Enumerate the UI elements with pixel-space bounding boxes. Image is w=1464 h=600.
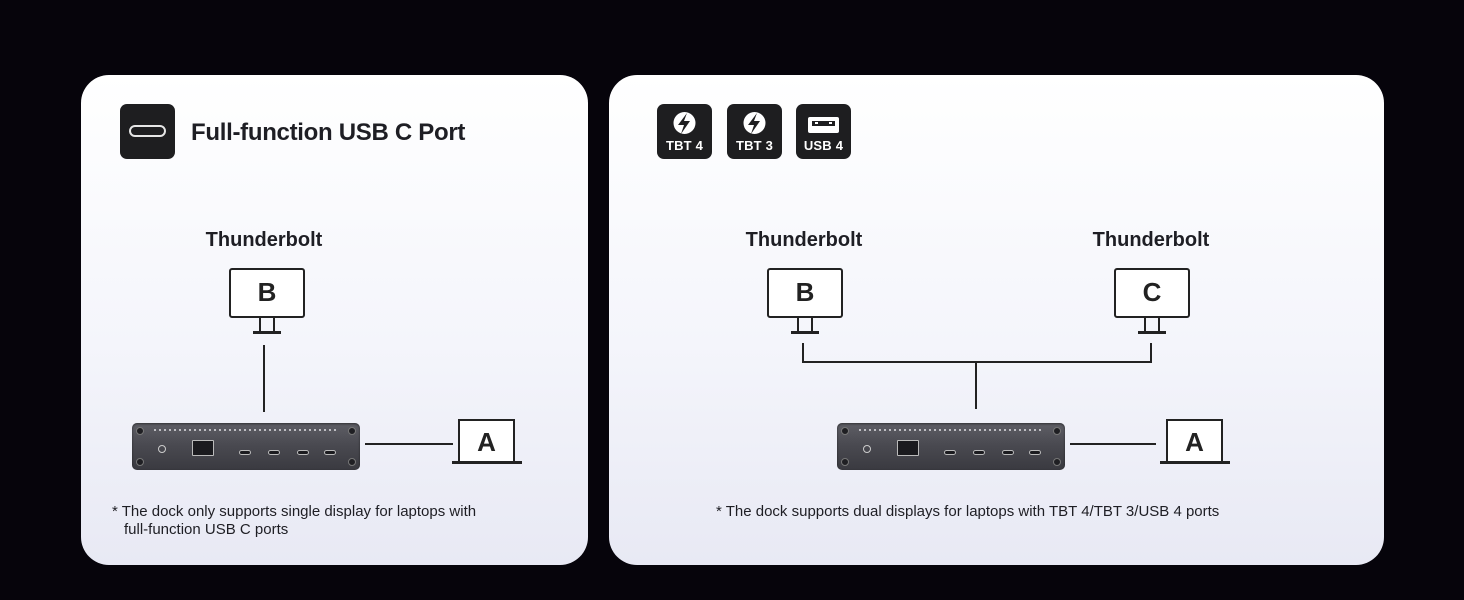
footnote: * The dock supports dual displays for la…	[716, 503, 1220, 520]
dual-display-panel: TBT 4 TBT 3 USB 4 Thunderbolt Thunderbol…	[609, 75, 1384, 565]
thunderbolt-icon	[673, 112, 696, 134]
thunderbolt-icon	[743, 112, 766, 134]
connection-line	[975, 363, 977, 409]
display-c-label: Thunderbolt	[1092, 229, 1210, 251]
connection-line	[365, 443, 453, 445]
connection-line	[1150, 343, 1152, 363]
connection-line	[802, 343, 804, 363]
badge-label: TBT 3	[735, 138, 774, 153]
docking-station-image	[837, 423, 1065, 470]
connection-line	[263, 345, 265, 412]
usb4-badge: USB 4	[796, 104, 851, 159]
badge-label: TBT 4	[665, 138, 704, 153]
monitor-b-icon: B	[229, 268, 305, 334]
usb-c-port-icon	[120, 104, 175, 159]
tbt4-badge: TBT 4	[657, 104, 712, 159]
usb-icon	[808, 117, 839, 133]
laptop-a-icon: A	[1160, 419, 1230, 465]
monitor-letter: C	[1114, 268, 1190, 318]
footnote-line-1: * The dock only supports single display …	[112, 503, 477, 520]
footnote: * The dock only supports single display …	[112, 503, 476, 539]
connection-line	[1070, 443, 1156, 445]
docking-station-image	[132, 423, 360, 470]
footnote-line-2: full-function USB C ports	[124, 521, 289, 538]
panel-title: Full-function USB C Port	[191, 119, 466, 146]
connection-line	[802, 361, 1152, 363]
monitor-letter: B	[229, 268, 305, 318]
badge-label: USB 4	[803, 138, 844, 153]
monitor-b-icon: B	[767, 268, 843, 334]
laptop-letter: A	[458, 419, 515, 461]
single-display-panel: Full-function USB C Port Thunderbolt B A…	[81, 75, 588, 565]
display-b-label: Thunderbolt	[205, 229, 323, 251]
laptop-a-icon: A	[452, 419, 522, 465]
laptop-letter: A	[1166, 419, 1223, 461]
monitor-letter: B	[767, 268, 843, 318]
tbt3-badge: TBT 3	[727, 104, 782, 159]
monitor-c-icon: C	[1114, 268, 1190, 334]
display-b-label: Thunderbolt	[745, 229, 863, 251]
